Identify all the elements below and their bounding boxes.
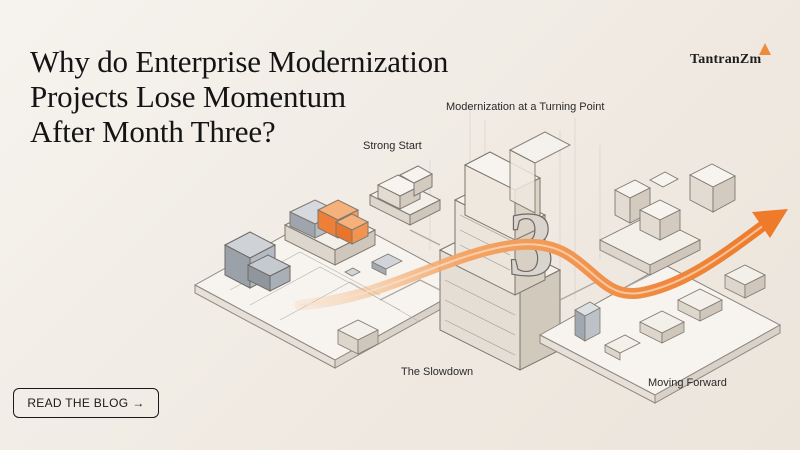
headline-line-2: Projects Lose Momentum: [30, 79, 346, 114]
left-server: [223, 231, 292, 292]
label-turning-point: Modernization at a Turning Point: [446, 101, 605, 113]
brand-logo-text: TantranZm: [690, 52, 762, 67]
headline: Why do Enterprise Modernization Projects…: [30, 44, 510, 149]
top-box-stack: [368, 165, 442, 226]
label-slowdown: The Slowdown: [401, 366, 474, 378]
arrow-right-icon: →: [132, 396, 145, 410]
central-tower: [438, 131, 572, 371]
headline-line-1: Why do Enterprise Modernization: [30, 44, 449, 79]
read-blog-label: READ THE BLOG: [27, 396, 129, 410]
momentum-arrow: [294, 209, 788, 311]
read-blog-button[interactable]: READ THE BLOG →: [13, 388, 159, 418]
headline-line-3: After Month Three?: [30, 114, 276, 149]
strong-start-stack: [283, 199, 377, 266]
label-moving-forward: Moving Forward: [648, 377, 727, 389]
right-upper-cluster: [598, 163, 736, 276]
triangle-logo-icon: [759, 43, 771, 55]
brand-logo[interactable]: TantranZm: [690, 42, 776, 70]
label-strong-start: Strong Start: [363, 140, 422, 152]
